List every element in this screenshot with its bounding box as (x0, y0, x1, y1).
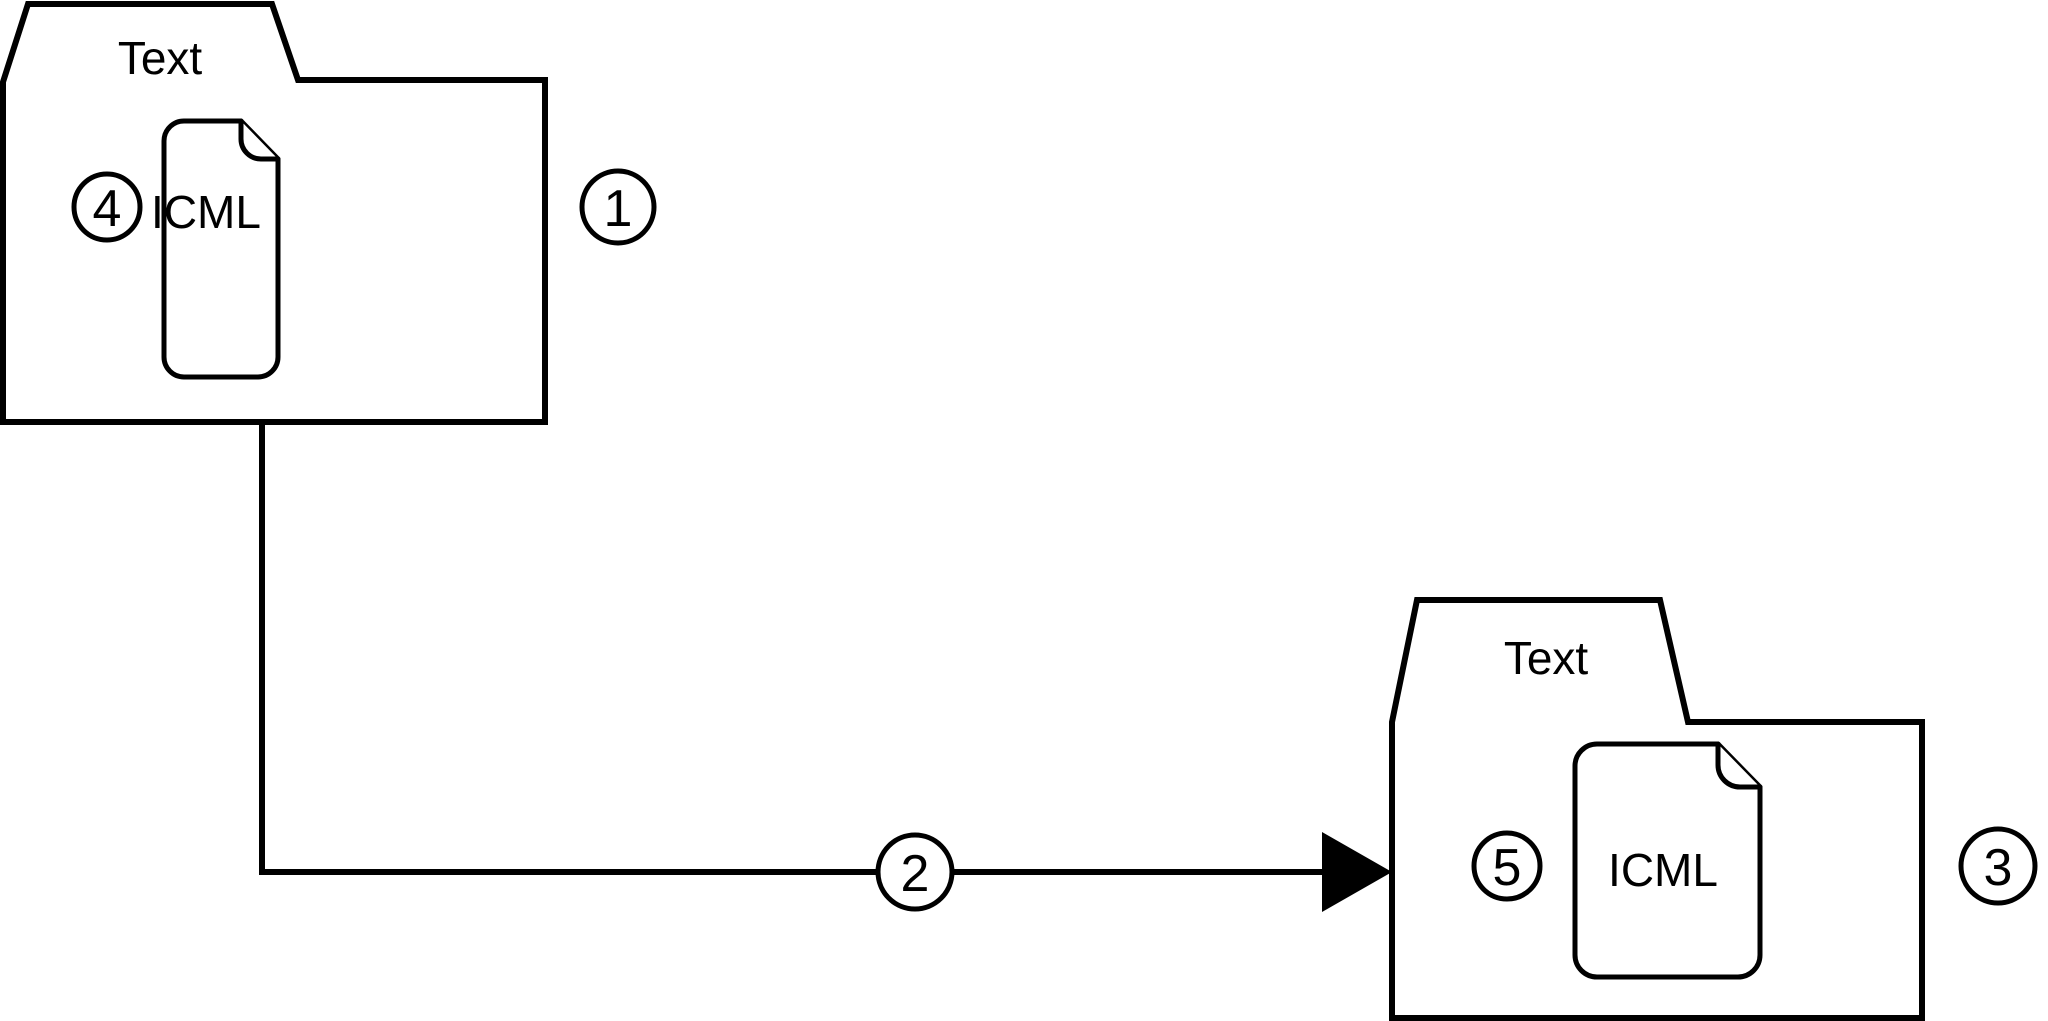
document-icon-target-fold (1715, 741, 1763, 790)
document-icon-source[interactable]: ICML (151, 118, 281, 380)
callout-badge-1[interactable]: 1 (579, 168, 657, 246)
document-icon-target-body[interactable] (1572, 741, 1763, 980)
document-icon-source-label: ICML (151, 186, 261, 238)
edge-source-to-target-path[interactable] (259, 422, 1322, 875)
callout-badge-2[interactable]: 2 (875, 832, 955, 912)
callout-badge-3[interactable]: 3 (1958, 826, 2038, 906)
document-icon-target[interactable]: ICML (1572, 741, 1763, 980)
edge-source-to-target-arrowhead (1322, 832, 1392, 912)
document-icon-target-label: ICML (1608, 844, 1718, 896)
callout-badge-2-label: 2 (901, 845, 930, 903)
callout-badge-5-label: 5 (1493, 839, 1522, 897)
document-icon-source-body[interactable] (161, 118, 281, 380)
callout-badge-4[interactable]: 4 (71, 171, 143, 243)
document-icon-source-fold (238, 118, 281, 162)
folder-target-title: Text (1504, 632, 1589, 684)
folder-target[interactable]: Text 5 ICML (1389, 597, 1925, 1021)
callout-badge-3-label: 3 (1984, 839, 2013, 897)
folder-source[interactable]: Text 4 ICML (0, 1, 548, 425)
callout-badge-2-circle[interactable] (875, 832, 955, 912)
callout-badge-3-circle[interactable] (1958, 826, 2038, 906)
edge-source-to-target[interactable]: 2 (259, 422, 1392, 912)
callout-badge-4-circle[interactable] (71, 171, 143, 243)
callout-badge-5-circle[interactable] (1471, 830, 1543, 902)
callout-badge-4-label: 4 (93, 180, 122, 238)
folder-source-title: Text (118, 32, 203, 84)
callout-badge-5[interactable]: 5 (1471, 830, 1543, 902)
callout-badge-1-circle[interactable] (579, 168, 657, 246)
callout-badge-1-label: 1 (604, 180, 633, 238)
